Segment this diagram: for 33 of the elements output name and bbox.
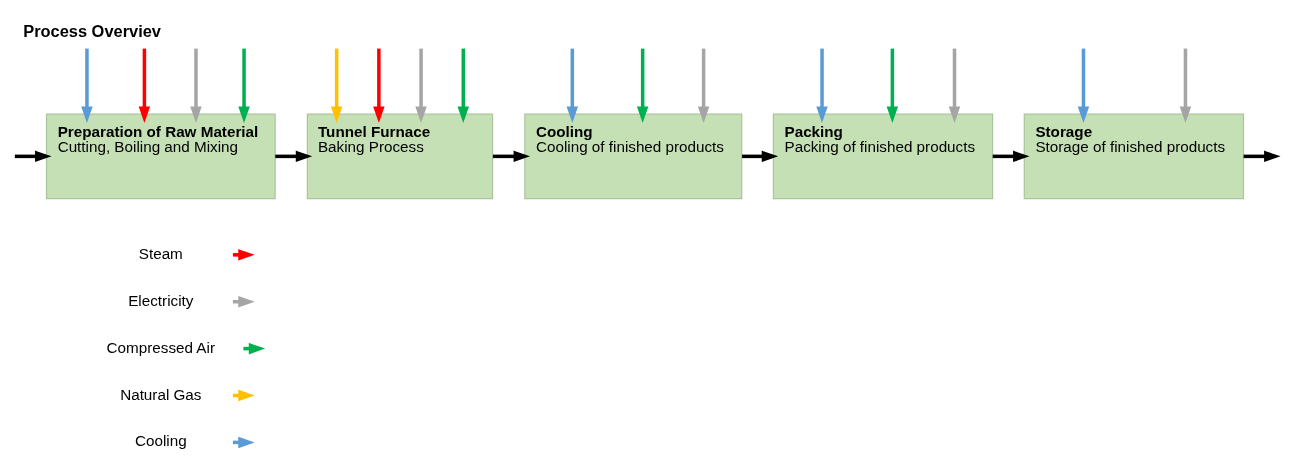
node-box: Cooling Cooling of finished products [524,113,743,199]
arrow [886,48,899,123]
arrow [697,48,710,123]
arrow [948,48,961,123]
arrow [816,48,828,123]
node-box: Storage Storage of finished products [1023,113,1245,199]
arrow [81,48,93,123]
legend-label: Natural Gas [120,385,202,403]
arrow [238,48,250,123]
node-box: Tunnel Furnace Baking Process [306,113,494,199]
legend-label: Cooling [134,431,187,449]
arrow [1077,48,1090,123]
arrow [1243,150,1281,162]
arrow [330,48,343,123]
arrow [492,150,531,162]
arrow [566,48,579,123]
arrow [275,150,313,162]
arrow [1179,48,1192,123]
node-box: Packing Packing of finished products [772,113,994,199]
legend-label: Electricity [128,291,194,309]
arrow [14,150,52,162]
arrow [992,150,1030,162]
legend-label: Compressed Air [106,338,215,356]
arrow [138,48,151,123]
diagram-title: Process Overviev [23,21,161,40]
arrow [190,48,202,123]
arrow [742,150,779,162]
node-box: Preparation of Raw Material Cutting, Boiling and Mixing [45,113,276,199]
arrow [415,48,427,123]
arrow [373,48,385,123]
arrow [457,48,470,123]
arrow [636,48,649,123]
legend-label: Steam [138,244,183,262]
